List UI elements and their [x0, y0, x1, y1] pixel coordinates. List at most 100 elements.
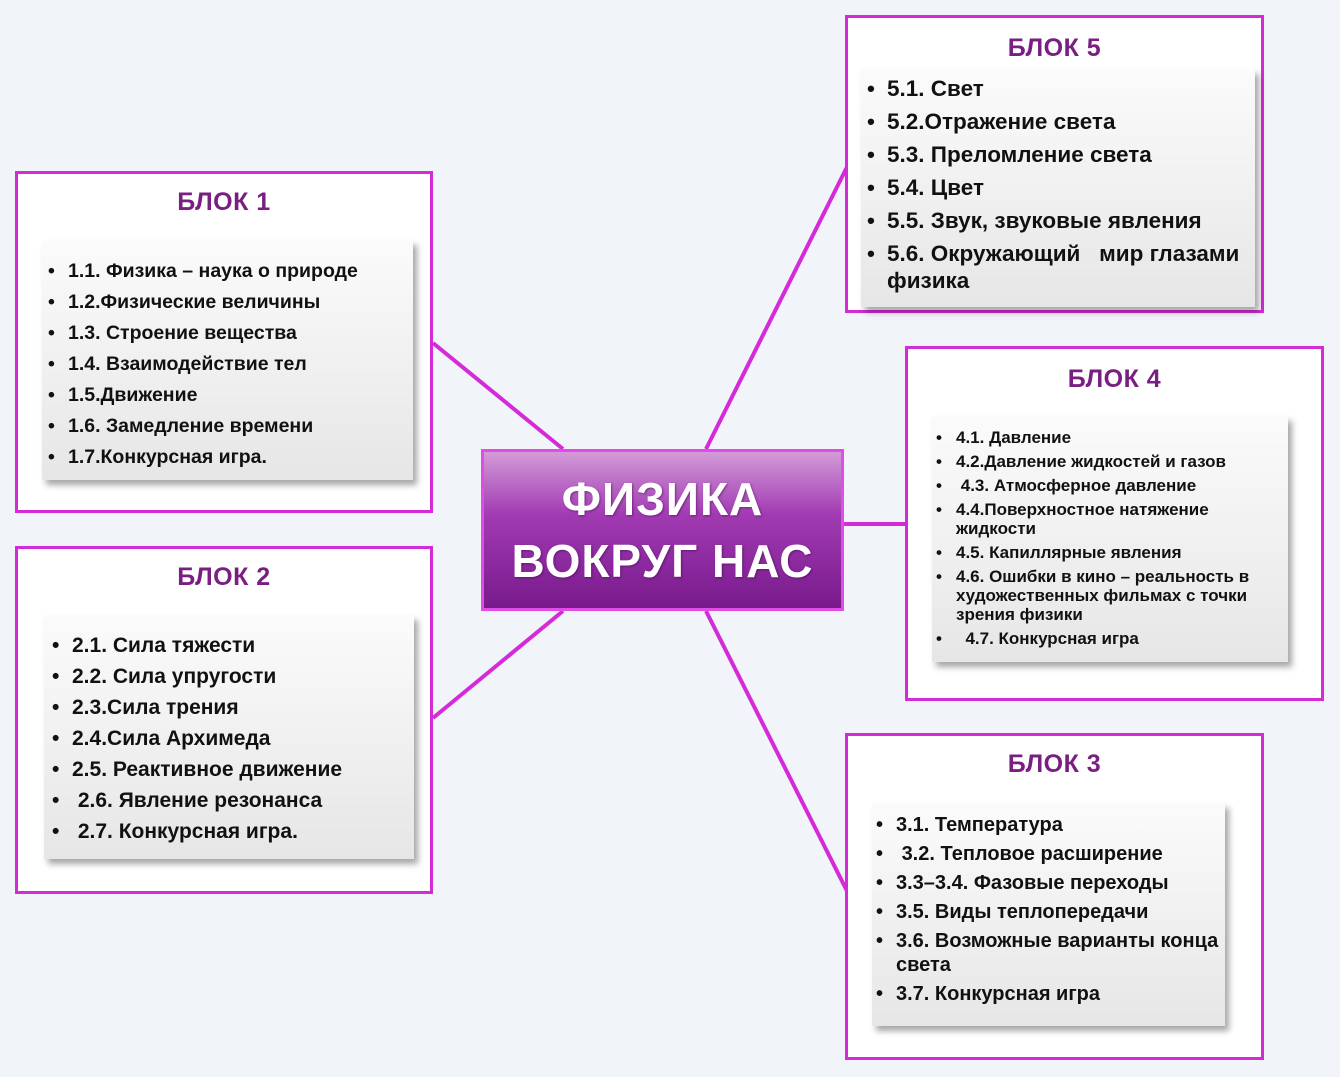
item-text: 3.5. Виды теплопередачи	[896, 901, 1149, 923]
item-text: 4.5. Капиллярные явления	[956, 543, 1182, 562]
item-text: 5.6. Окружающий мир глазами физика	[887, 241, 1246, 293]
bullet-icon: •	[48, 260, 55, 282]
item-text: 3.2. Тепловое расширение	[896, 843, 1163, 865]
item-text: 2.4.Сила Архимеда	[72, 727, 271, 750]
item-text: 2.1. Сила тяжести	[72, 634, 256, 657]
block-3-item: • 3.2. Тепловое расширение	[876, 842, 1219, 866]
block-4-item: • 4.4.Поверхностное натяжение жидкости	[936, 500, 1282, 538]
item-text: 4.7. Конкурсная игра	[956, 629, 1139, 648]
bullet-icon: •	[48, 384, 55, 406]
block-3-item: • 3.5. Виды теплопередачи	[876, 900, 1219, 924]
block-2-item: • 2.6. Явление резонанса	[52, 785, 414, 816]
bullet-icon: •	[936, 476, 942, 495]
item-text: 5.2.Отражение света	[887, 109, 1116, 134]
block-1-item: • 1.6. Замедление времени	[48, 411, 413, 442]
block-2-list: • 2.1. Сила тяжести • 2.2. Сила упругости • 2…	[52, 630, 414, 847]
block-4-item: •4.1. Давление	[936, 428, 1282, 447]
central-topic-line-2: ВОКРУГ НАС	[511, 535, 814, 587]
block-2-item: • 2.4.Сила Архимеда	[52, 723, 414, 754]
block-3: БЛОК 3 •3.1. Температура• 3.2. Тепловое …	[845, 733, 1264, 1060]
block-4-card: •4.1. Давление •4.2.Давление жидкостей и …	[932, 416, 1288, 662]
item-text: 1.4. Взаимодействие тел	[68, 353, 307, 375]
block-4-item: • 4.3. Атмосферное давление	[936, 476, 1282, 495]
connector-block2	[431, 609, 565, 720]
bullet-icon: •	[48, 446, 55, 468]
connector-block5	[704, 164, 850, 450]
item-text: 5.3. Преломление света	[887, 142, 1152, 167]
block-3-item: • 3.3–3.4. Фазовые переходы	[876, 871, 1219, 895]
item-text: 1.2.Физические величины	[68, 291, 321, 313]
block-5-item: •5.1. Свет	[867, 75, 1245, 102]
block-4-item: •4.5. Капиллярные явления	[936, 543, 1282, 562]
item-text: 2.6. Явление резонанса	[72, 789, 323, 812]
block-5-title: БЛОК 5	[1007, 34, 1102, 62]
item-text: 2.7. Конкурсная игра.	[72, 820, 298, 843]
block-5-item: • 5.2.Отражение света	[867, 108, 1245, 135]
bullet-icon: •	[48, 415, 55, 437]
block-4-title: БЛОК 4	[1067, 365, 1162, 393]
bullet-icon: •	[52, 696, 60, 719]
item-text: 5.4. Цвет	[887, 175, 984, 200]
block-1-card: •1.1. Физика – наука о природе•1.2.Физич…	[42, 240, 413, 480]
bullet-icon: •	[936, 567, 942, 586]
bullet-icon: •	[876, 983, 884, 1005]
block-1-item: •1.1. Физика – наука о природе	[48, 256, 413, 287]
item-text: 2.5. Реактивное движение	[72, 758, 343, 781]
block-1-item: • 1.2.Физические величины	[48, 287, 413, 318]
block-2: БЛОК 2 • 2.1. Сила тяжести • 2.2. Сила упру…	[15, 546, 433, 894]
bullet-icon: •	[876, 872, 884, 894]
block-5: БЛОК 5 •5.1. Свет•5.2.Отражение света•5.…	[845, 15, 1264, 313]
block-3-item: •3.7. Конкурсная игра	[876, 982, 1219, 1006]
item-text: 1.3. Строение вещества	[68, 322, 297, 344]
block-5-item: • 5.4. Цвет	[867, 174, 1245, 201]
bullet-icon: •	[52, 820, 60, 843]
item-text: 2.2. Сила упругости	[72, 665, 277, 688]
block-4: БЛОК 4 •4.1. Давление •4.2.Давление жидко…	[905, 346, 1324, 701]
bullet-icon: •	[876, 901, 884, 923]
block-1: БЛОК 1 •1.1. Физика – наука о природе•1.…	[15, 171, 433, 513]
central-topic: ФИЗИКА ВОКРУГ НАС	[481, 449, 844, 611]
bullet-icon: •	[867, 109, 875, 134]
block-5-item: •5.6. Окружающий мир глазами физика	[867, 240, 1245, 294]
item-text: 3.6. Возможные варианты конца света	[896, 930, 1224, 976]
block-4-item: • 4.7. Конкурсная игра	[936, 629, 1282, 648]
block-2-item: • 2.5. Реактивное движение	[52, 754, 414, 785]
block-1-item: •1.4. Взаимодействие тел	[48, 349, 413, 380]
bullet-icon: •	[48, 291, 55, 313]
central-topic-line-1: ФИЗИКА	[561, 473, 764, 525]
item-text: 3.1. Температура	[896, 814, 1063, 836]
bullet-icon: •	[867, 76, 875, 101]
bullet-icon: •	[867, 175, 875, 200]
block-3-item: •3.6. Возможные варианты конца света	[876, 929, 1219, 977]
block-4-item: •4.2.Давление жидкостей и газов	[936, 452, 1282, 471]
block-1-item: • 1.3. Строение вещества	[48, 318, 413, 349]
item-text: 4.6. Ошибки в кино – реальность в художе…	[956, 567, 1254, 624]
block-5-list: •5.1. Свет•5.2.Отражение света•5.3. Прел…	[867, 75, 1245, 294]
bullet-icon: •	[52, 758, 60, 781]
bullet-icon: •	[876, 814, 884, 836]
block-2-title: БЛОК 2	[177, 563, 271, 591]
block-3-item: • 3.1. Температура	[876, 813, 1219, 837]
bullet-icon: •	[936, 452, 942, 471]
bullet-icon: •	[52, 634, 60, 657]
connector-block3	[704, 610, 850, 894]
block-5-item: •5.3. Преломление света	[867, 141, 1245, 168]
item-text: 3.3–3.4. Фазовые переходы	[896, 872, 1169, 894]
bullet-icon: •	[52, 665, 60, 688]
block-5-item: •5.5. Звук, звуковые явления	[867, 207, 1245, 234]
bullet-icon: •	[52, 789, 60, 812]
bullet-icon: •	[48, 322, 55, 344]
bullet-icon: •	[936, 629, 942, 648]
block-2-item: • 2.1. Сила тяжести	[52, 630, 414, 661]
item-text: 1.6. Замедление времени	[68, 415, 314, 437]
block-3-list: • 3.1. Температура • 3.2. Тепловое расшире…	[876, 813, 1219, 1006]
bullet-icon: •	[52, 727, 60, 750]
block-1-list: •1.1. Физика – наука о природе•1.2.Физич…	[48, 256, 413, 473]
item-text: 4.4.Поверхностное натяжение жидкости	[956, 500, 1214, 538]
block-4-list: •4.1. Давление •4.2.Давление жидкостей и …	[936, 428, 1282, 648]
bullet-icon: •	[936, 500, 942, 519]
bullet-icon: •	[876, 930, 884, 952]
block-1-item: •1.5.Движение	[48, 380, 413, 411]
item-text: 1.7.Конкурсная игра.	[68, 446, 267, 468]
